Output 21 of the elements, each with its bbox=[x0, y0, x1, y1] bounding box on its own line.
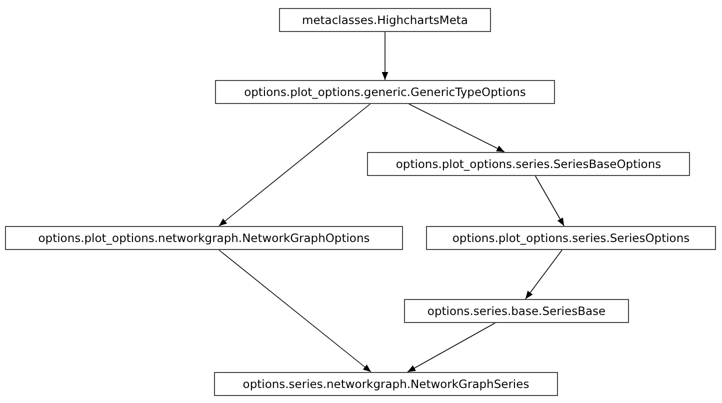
class-box bbox=[279, 8, 491, 32]
arrow bbox=[218, 250, 372, 372]
class-name: options.series.networkgraph.NetworkGraphSeries bbox=[242, 377, 530, 391]
class-name: options.plot_options.generic.GenericTypeOptions bbox=[244, 85, 526, 99]
class-box bbox=[367, 152, 690, 176]
class-box bbox=[5, 226, 403, 250]
class-name: options.plot_options.series.SeriesOptions bbox=[452, 231, 690, 245]
arrow bbox=[535, 176, 564, 226]
class-box bbox=[214, 372, 558, 396]
arrow bbox=[218, 104, 371, 226]
arrow bbox=[408, 104, 505, 152]
class-name: options.plot_options.series.SeriesBaseOptions bbox=[396, 157, 662, 171]
class-name: options.series.base.SeriesBase bbox=[427, 304, 606, 318]
arrow bbox=[407, 322, 496, 372]
class-name: options.plot_options.networkgraph.NetworkGraphOptions bbox=[38, 231, 370, 245]
class-name: metaclasses.HighchartsMeta bbox=[302, 13, 468, 27]
arrow bbox=[382, 32, 388, 80]
class-box bbox=[404, 299, 629, 323]
class-box bbox=[426, 226, 716, 250]
arrow bbox=[525, 250, 562, 300]
class-box bbox=[215, 80, 555, 104]
